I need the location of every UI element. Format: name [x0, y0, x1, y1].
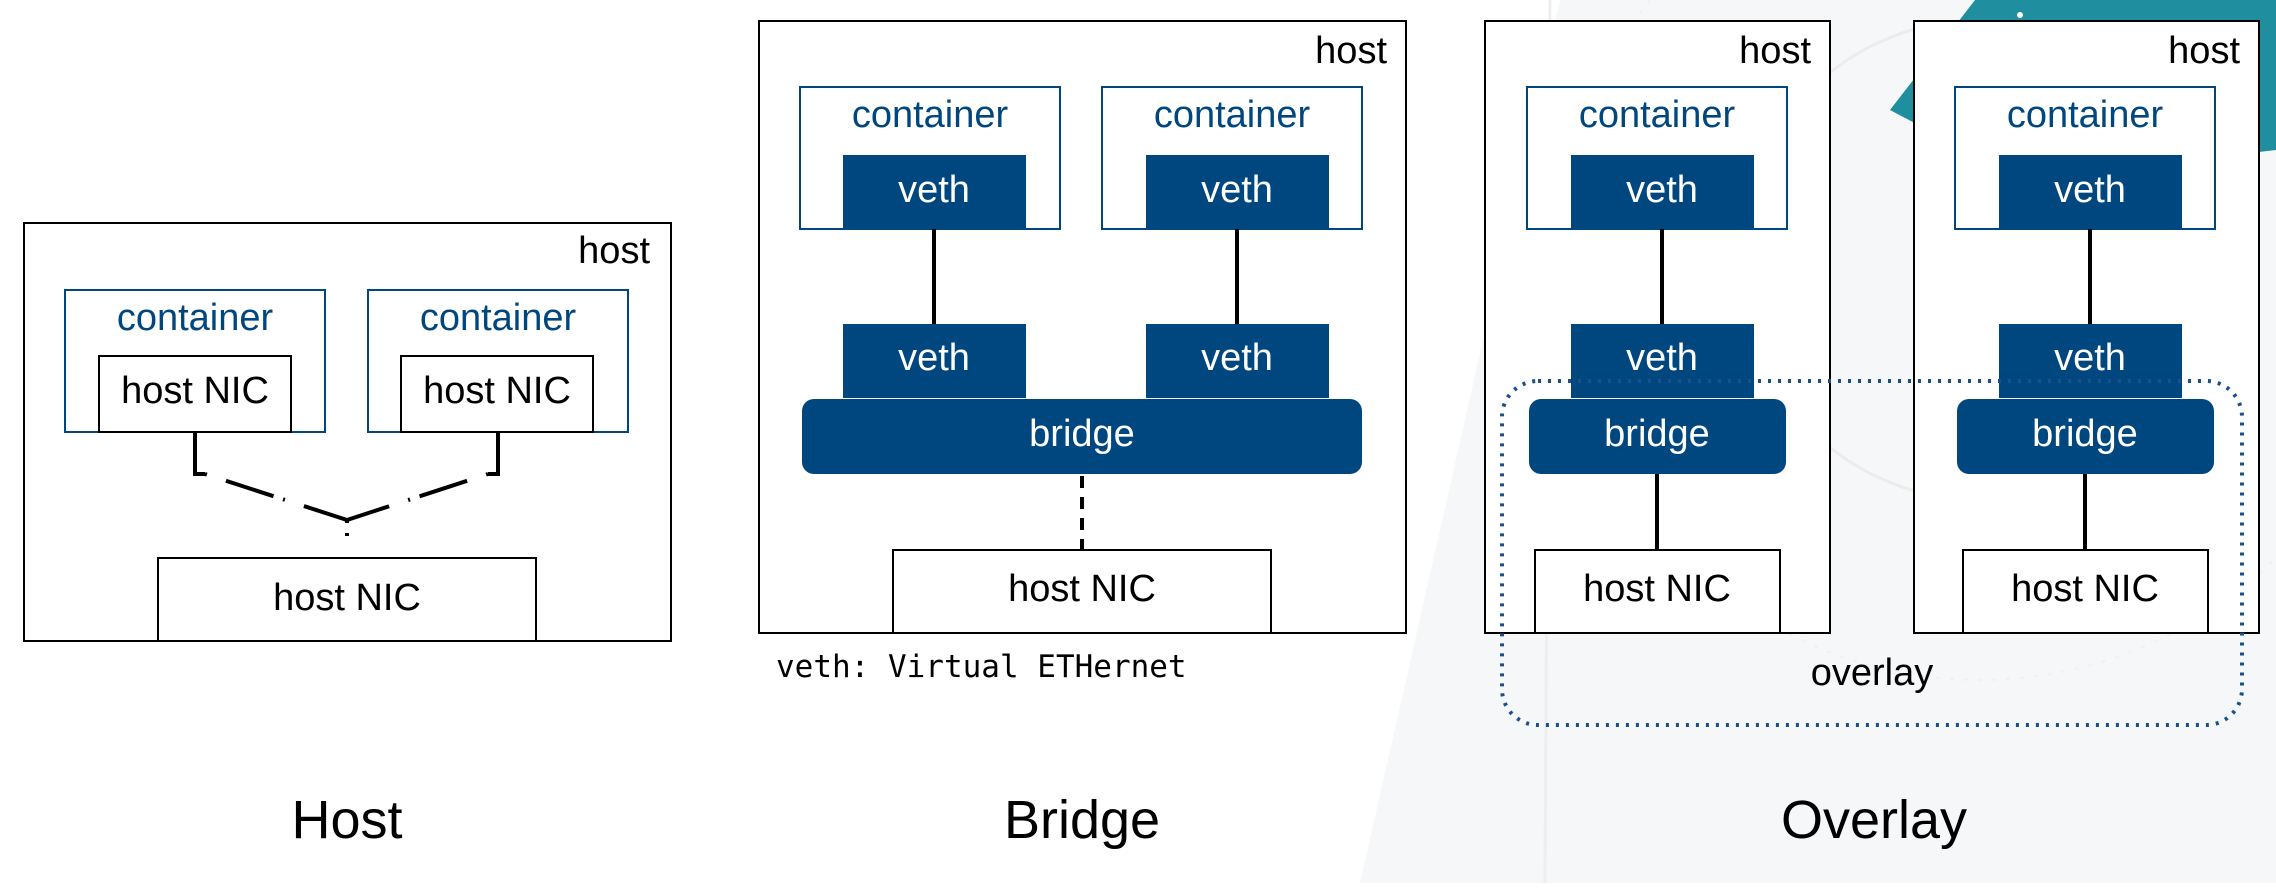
host-nic-label: host NIC [1583, 568, 1731, 610]
host-nic-label: host NIC [2011, 568, 2159, 610]
veth-footnote: veth: Virtual ETHernet [776, 649, 1187, 685]
container-label: container [1154, 94, 1311, 136]
container-label: container [852, 94, 1009, 136]
host-nic-box [98, 355, 292, 433]
shared-nic-connector [193, 432, 500, 545]
overlay-network-boundary [1500, 379, 2244, 727]
host-mode-diagram: host container host NIC container host N… [23, 222, 672, 642]
container-label: container [420, 297, 577, 339]
caption-host: Host [291, 790, 402, 850]
host-nic-box [1534, 549, 1781, 634]
veth-box [1146, 324, 1329, 398]
veth-label: veth [2054, 169, 2126, 211]
veth-box [843, 324, 1026, 398]
bridge-label: bridge [1029, 413, 1135, 455]
veth-label: veth [1201, 169, 1273, 211]
overlay-mode-diagram: host container veth veth bridge host NIC… [1484, 20, 2260, 727]
host-nic-box [892, 549, 1272, 634]
container-label: container [117, 297, 274, 339]
host-label: host [2168, 30, 2240, 72]
veth-label: veth [898, 169, 970, 211]
host-nic-box [157, 557, 537, 642]
bridge-box [1529, 399, 1786, 474]
host-nic-label: host NIC [1008, 568, 1156, 610]
host-nic-box [1962, 549, 2209, 634]
veth-label: veth [1626, 337, 1698, 379]
host-label: host [1315, 30, 1387, 72]
caption-bridge: Bridge [1004, 790, 1160, 850]
bridge-label: bridge [2032, 413, 2138, 455]
overlay-label: overlay [1811, 652, 1934, 694]
veth-label: veth [1626, 169, 1698, 211]
bridge-mode-diagram: host container veth container veth veth … [758, 20, 1407, 685]
veth-label: veth [898, 337, 970, 379]
veth-box [1999, 155, 2182, 229]
host-label: host [1739, 30, 1811, 72]
veth-box [1571, 155, 1754, 229]
veth-box [1999, 324, 2182, 398]
veth-box [1146, 155, 1329, 229]
host-nic-label: host NIC [423, 370, 571, 412]
veth-label: veth [1201, 337, 1273, 379]
host-nic-label: host NIC [121, 370, 269, 412]
host-nic-box [400, 355, 594, 433]
bridge-box [802, 399, 1362, 474]
caption-overlay: Overlay [1781, 790, 1967, 850]
container-label: container [1579, 94, 1736, 136]
bridge-label: bridge [1604, 413, 1710, 455]
veth-box [843, 155, 1026, 229]
host-label: host [578, 230, 650, 272]
host-nic-label: host NIC [273, 577, 421, 619]
bridge-box [1957, 399, 2214, 474]
veth-label: veth [2054, 337, 2126, 379]
veth-box [1571, 324, 1754, 398]
container-label: container [2007, 94, 2164, 136]
